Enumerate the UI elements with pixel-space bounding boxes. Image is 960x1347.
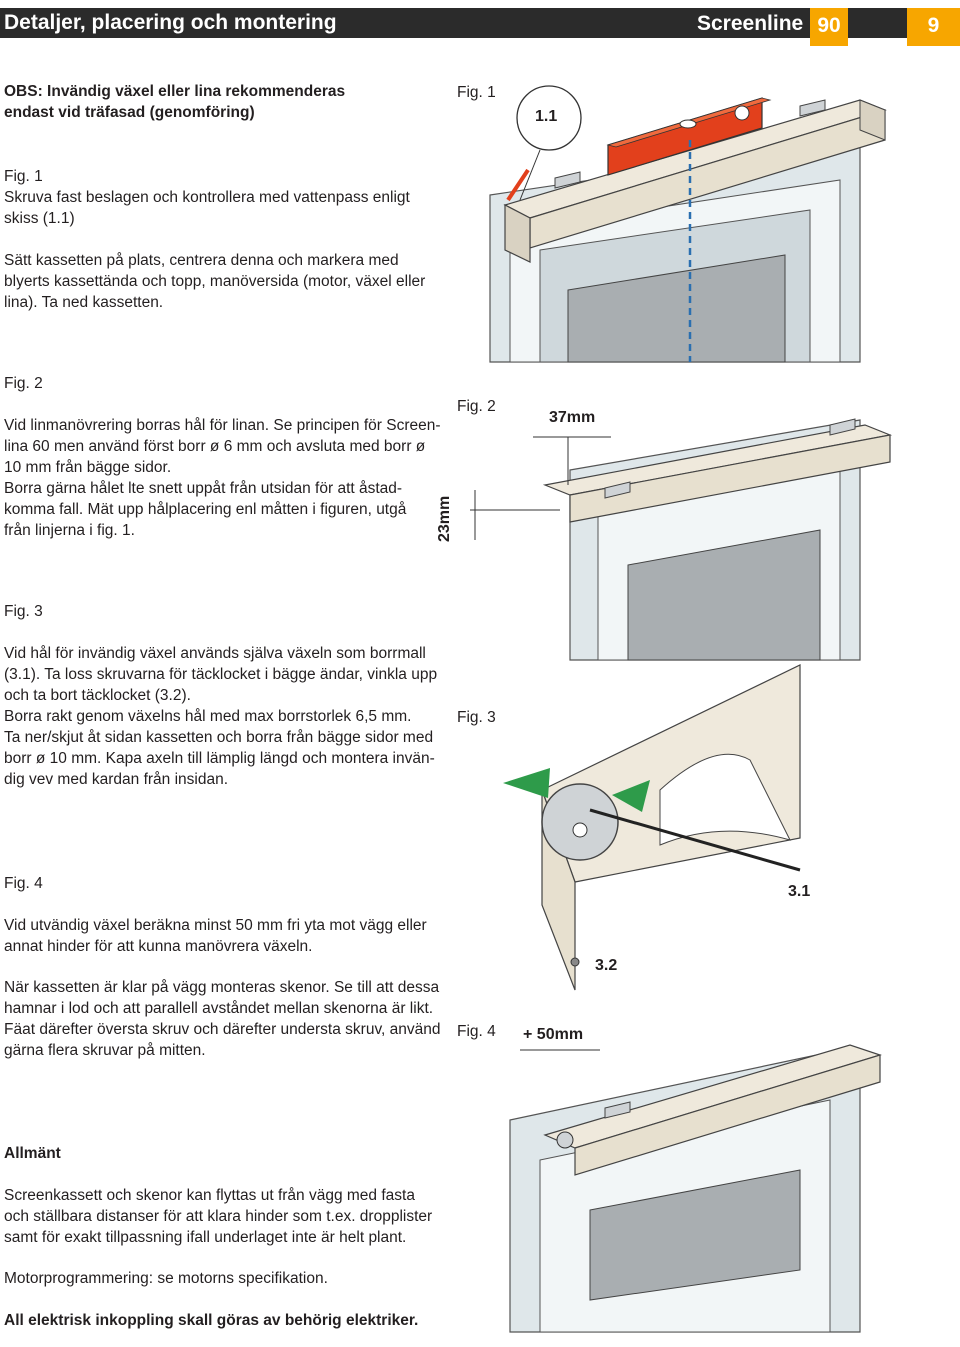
fig2-text-line: Borra gärna hålet lte snett uppåt från u… (4, 480, 403, 497)
motor-note: Motorprogrammering: se motorns specifika… (4, 1270, 328, 1287)
fig2-label: Fig. 2 (4, 375, 43, 392)
fig4-text-line: Fäat därefter översta skruv och därefter… (4, 1021, 441, 1038)
fig2-text-line: 10 mm från bägge sidor. (4, 459, 172, 476)
general-text-line: och ställbara distanser för att klara hi… (4, 1208, 433, 1225)
dim-50mm: + 50mm (523, 1026, 584, 1043)
page-header: Detaljer, placering och montering Screen… (0, 8, 960, 46)
fig2-caption: Fig. 2 (457, 398, 496, 415)
fig1-text-line: lina). Ta ned kassetten. (4, 294, 164, 311)
fig4-text-line: Vid utvändig växel beräkna minst 50 mm f… (4, 917, 427, 934)
fig2-text-line: Vid linmanövrering borras hål för linan.… (4, 417, 441, 434)
obs-line-2: endast vid träfasad (genomföring) (4, 104, 255, 121)
fig3-label: Fig. 3 (4, 603, 43, 620)
fig3-text-line: Borra rakt genom växelns hål med max bor… (4, 708, 412, 725)
fig3-caption: Fig. 3 (457, 709, 496, 726)
fig4-text-line: När kassetten är klar på vägg monteras s… (4, 979, 440, 996)
callout-1-1: 1.1 (535, 108, 558, 125)
page-title: Detaljer, placering och montering (4, 11, 337, 34)
fig3-text-line: Vid hål för invändig växel används själv… (4, 645, 426, 662)
fig3-text-line: Ta ner/skjut åt sidan kassetten och borr… (4, 729, 434, 746)
callout-3-2: 3.2 (595, 957, 618, 974)
fig1-text-line: blyerts kassettända och topp, manöversid… (4, 273, 426, 290)
fig3-text-line: (3.1). Ta loss skruvarna för täcklocket … (4, 666, 438, 683)
fig1-text-line: Skruva fast beslagen och kontrollera med… (4, 189, 410, 206)
fig1-text-line: skiss (1.1) (4, 210, 75, 227)
fig1-label: Fig. 1 (4, 168, 43, 185)
fig4-text-line: hamnar i lod och att parallell avståndet… (4, 1000, 434, 1017)
fig4-text-line: gärna flera skruvar på mitten. (4, 1042, 206, 1059)
general-text-line: Screenkassett och skenor kan flyttas ut … (4, 1187, 415, 1204)
obs-line-1: OBS: Invändig växel eller lina rekommend… (4, 83, 346, 100)
model-badge: 90 (810, 8, 848, 46)
electric-warning: All elektrisk inkoppling skall göras av … (4, 1312, 419, 1329)
fig4-caption: Fig. 4 (457, 1023, 496, 1040)
general-title: Allmänt (4, 1145, 61, 1162)
fig4-text-line: annat hinder för att kunna manövrera väx… (4, 938, 313, 955)
dim-37mm: 37mm (549, 409, 596, 426)
fig1-text-line: Sätt kassetten på plats, centrera denna … (4, 252, 399, 269)
callout-3-1: 3.1 (788, 883, 811, 900)
fig2-text-line: komma fall. Mät upp hålplacering enl måt… (4, 501, 407, 518)
fig4-label: Fig. 4 (4, 875, 43, 892)
page-number: 9 (907, 8, 960, 46)
fig3-text-line: borr ø 10 mm. Kapa axeln till lämplig lä… (4, 750, 435, 767)
fig1-caption: Fig. 1 (457, 84, 496, 101)
fig3-text-line: och ta bort täcklocket (3.2). (4, 687, 191, 704)
brand-name: Screenline (697, 12, 804, 35)
fig2-text-line: från linjerna i fig. 1. (4, 522, 135, 539)
fig3-text-line: dig vev med kardan från insidan. (4, 771, 229, 788)
general-text-line: samt för exakt tillpassning ifall underl… (4, 1229, 407, 1246)
fig2-text-line: lina 60 men använd först borr ø 6 mm och… (4, 438, 426, 455)
